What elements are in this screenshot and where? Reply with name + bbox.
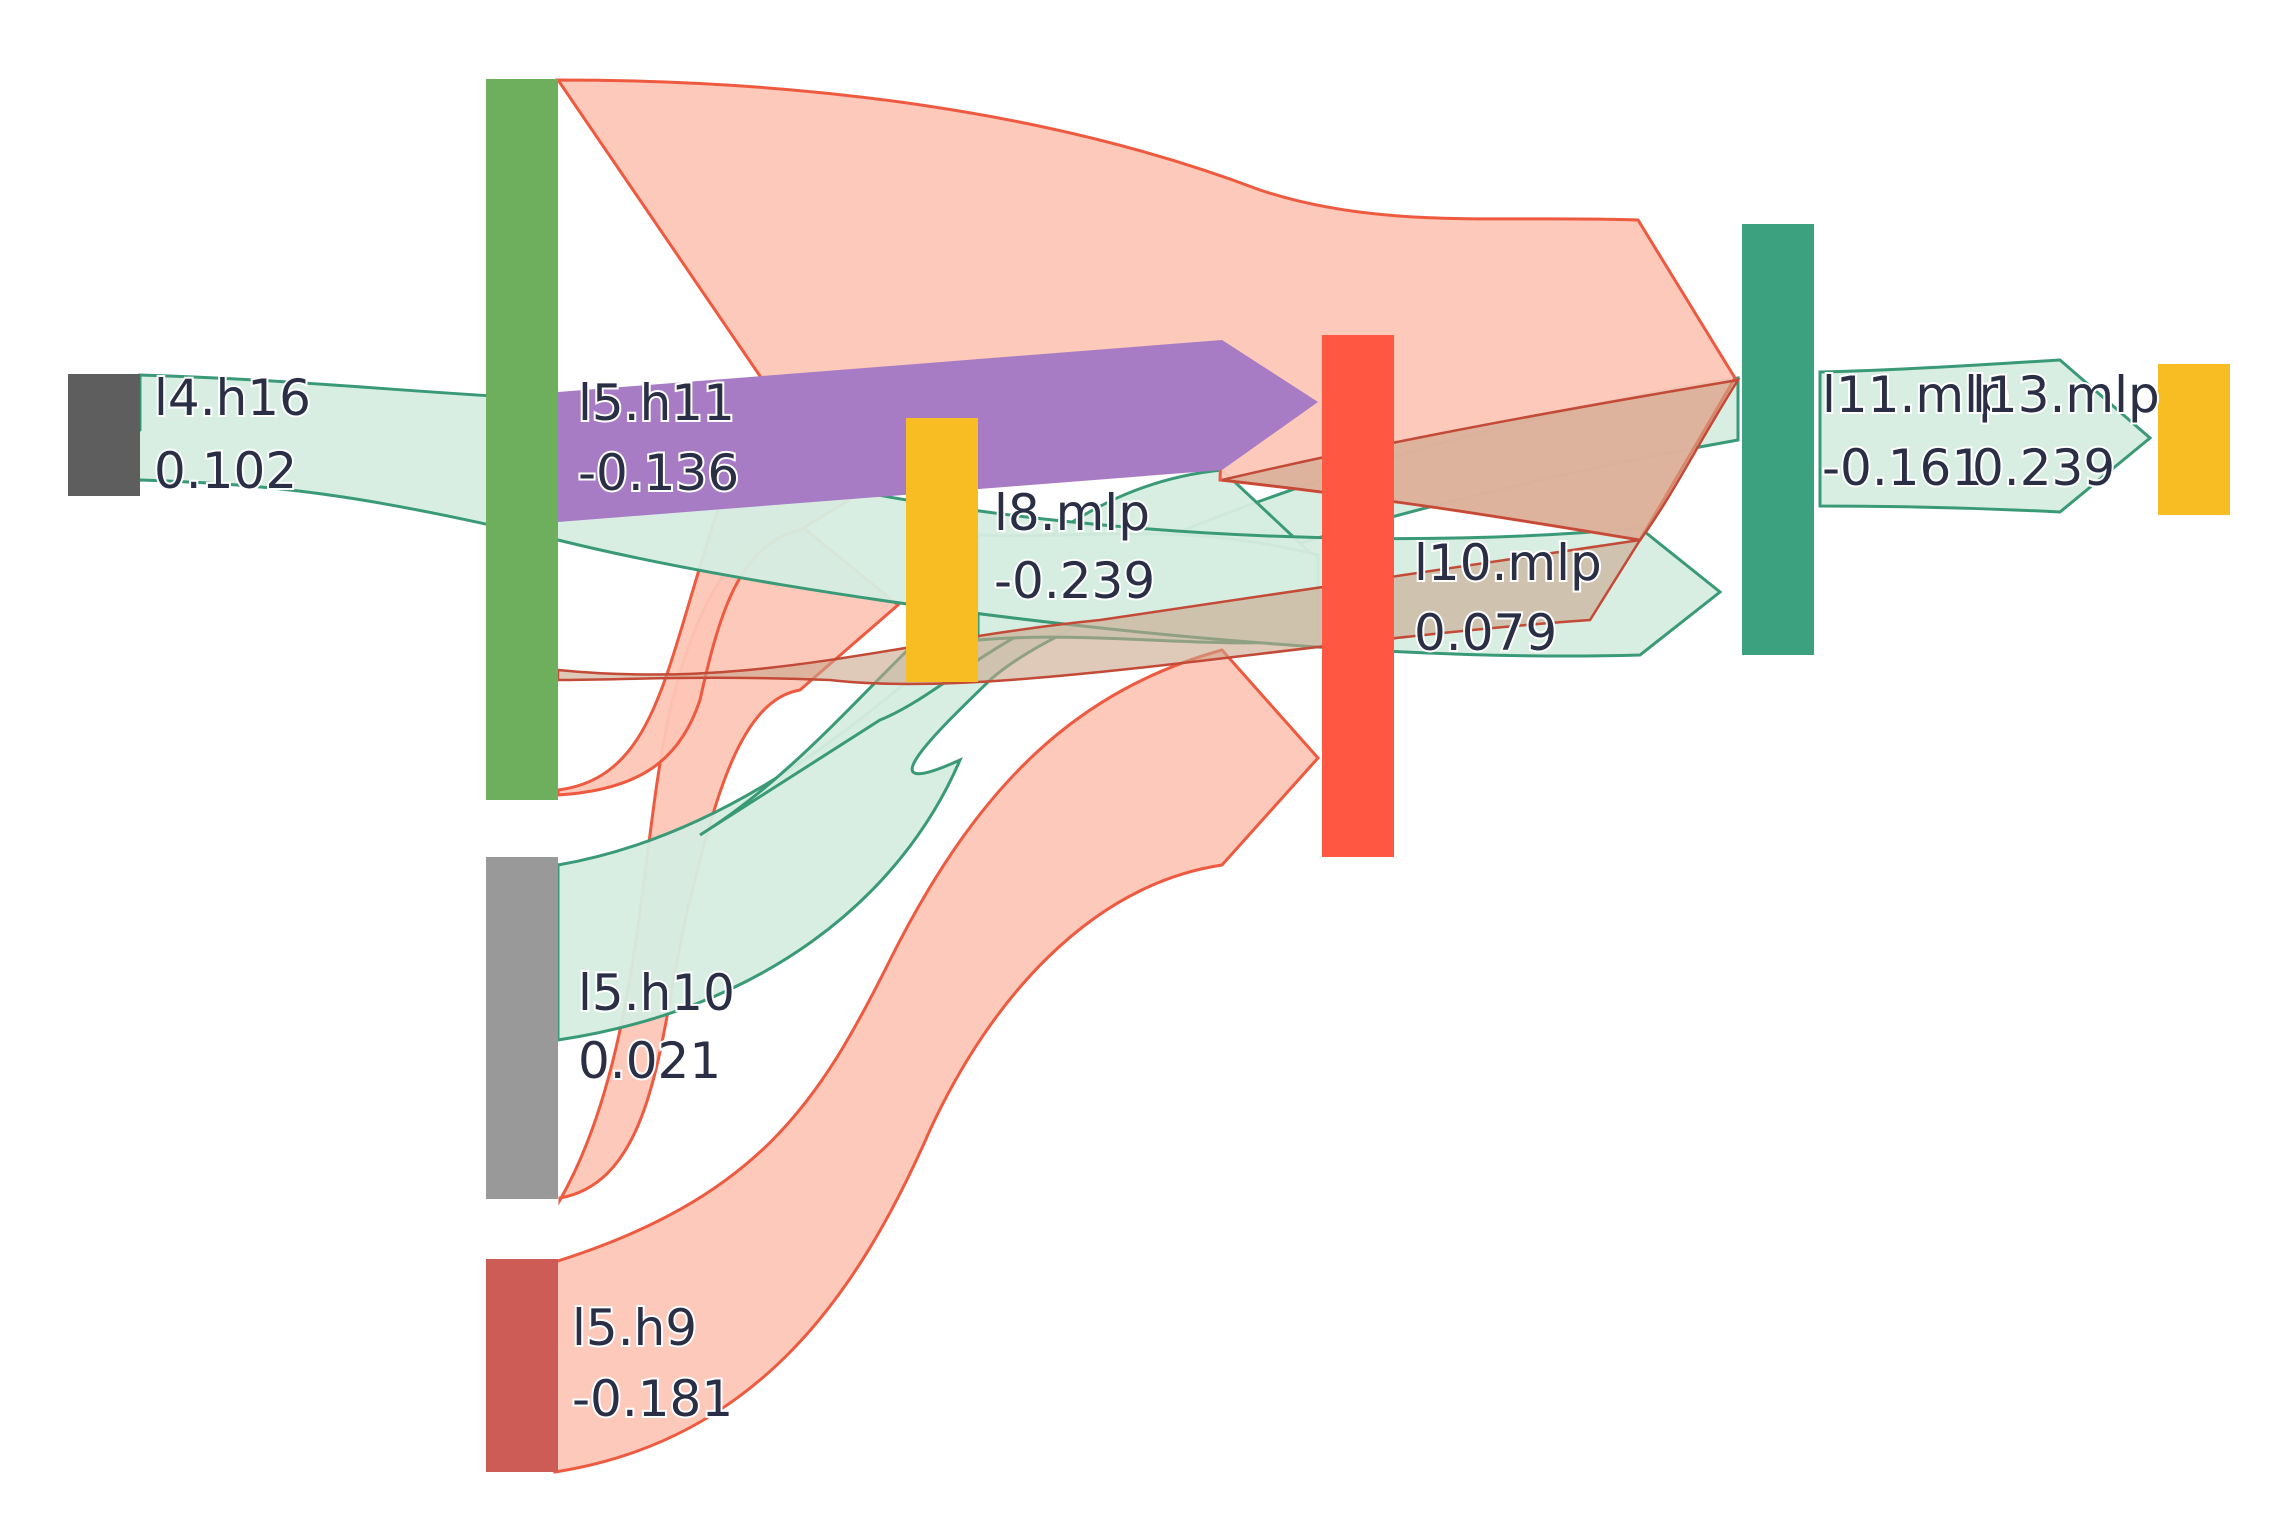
node-bar-l5h11[interactable] (486, 79, 558, 800)
link-l11mlp-l13mlp (1818, 358, 2153, 514)
node-name-l10mlp: l10.mlp (1414, 534, 1602, 592)
link-l10mlp-l11mlp (1221, 378, 1741, 542)
node-bar-l5h10[interactable] (486, 857, 558, 1199)
node-name-l11mlp: l11.mlp (1822, 366, 2010, 424)
node-value-l10mlp: 0.079 (1414, 604, 1557, 662)
node-name-l5h11: l5.h11 (578, 374, 735, 432)
node-bar-l5h9[interactable] (486, 1259, 558, 1472)
node-name-l4h16: l4.h16 (154, 369, 311, 427)
link-l5h9-l10mlp (543, 648, 1321, 1474)
node-bar-l13mlp[interactable] (2158, 364, 2230, 515)
node-name-l8mlp: l8.mlp (994, 484, 1150, 542)
node-value-l5h11: -0.136 (578, 444, 739, 502)
node-value-l13mlp: 0.239 (1972, 439, 2115, 497)
node-value-l5h9: -0.181 (572, 1370, 733, 1428)
links-layer (108, 78, 2153, 1474)
node-bar-l10mlp[interactable] (1322, 335, 1394, 857)
node-value-l4h16: 0.102 (154, 442, 297, 500)
node-value-l8mlp: -0.239 (994, 552, 1155, 610)
node-value-l5h10: 0.021 (578, 1032, 721, 1090)
node-bar-l8mlp[interactable] (906, 418, 978, 682)
nodes-layer (68, 79, 2230, 1472)
labels-layer: l4.h16 0.102 l5.h11 -0.136 l5.h10 0.021 … (152, 364, 2162, 1430)
node-value-l11mlp: -0.161 (1822, 439, 1983, 497)
node-name-l5h9: l5.h9 (572, 1299, 697, 1357)
node-bar-l4h16[interactable] (68, 374, 140, 496)
node-bar-l11mlp[interactable] (1742, 224, 1814, 655)
node-name-l13mlp: l13.mlp (1972, 366, 2160, 424)
node-name-l5h10: l5.h10 (578, 964, 735, 1022)
